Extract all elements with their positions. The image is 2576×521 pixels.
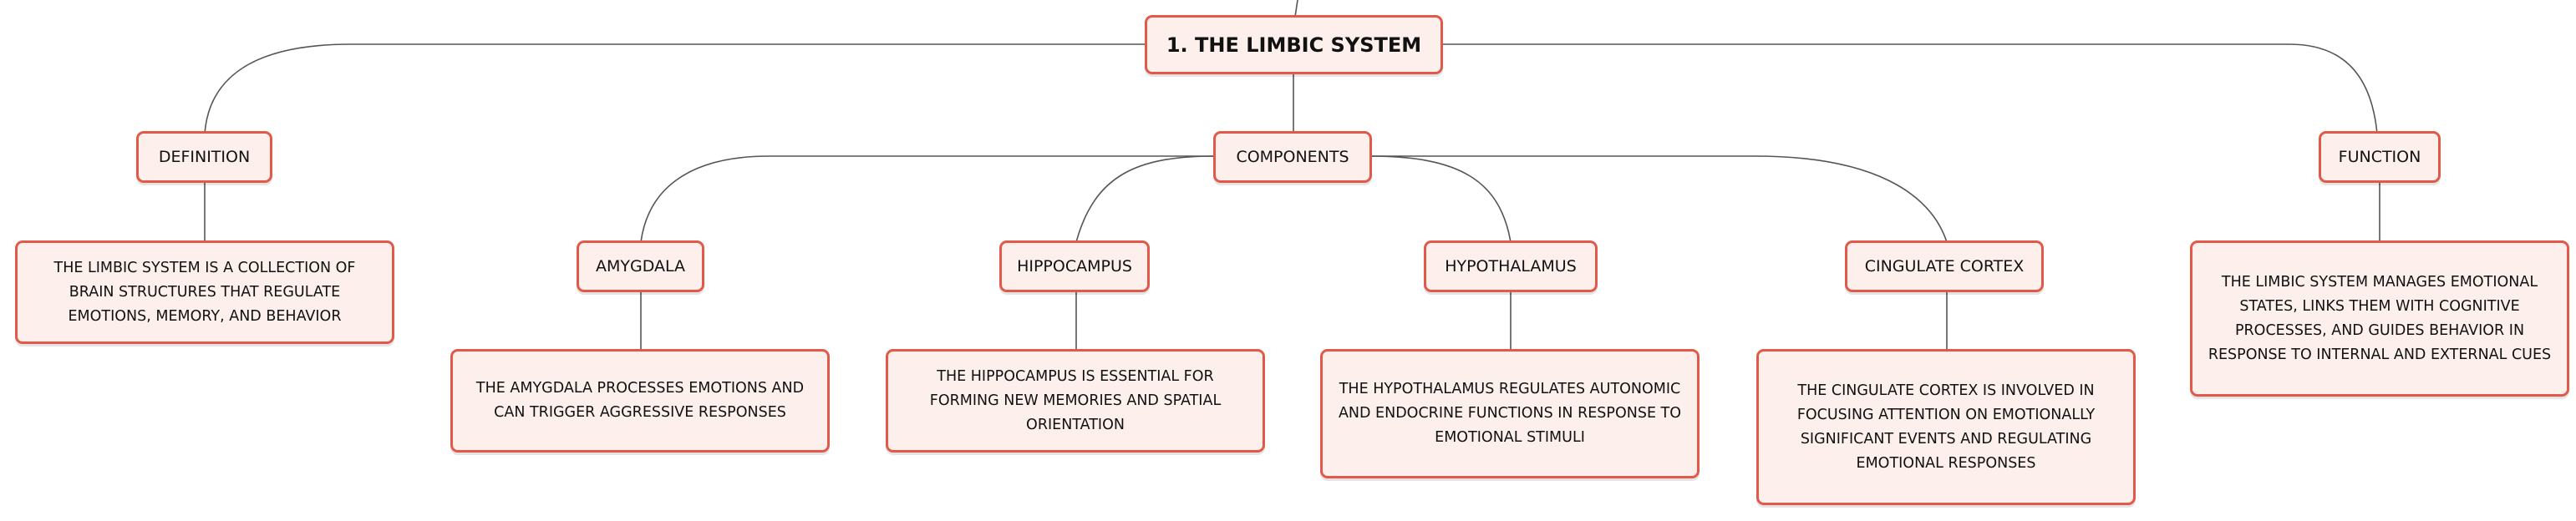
connector-components-hippocampus bbox=[1075, 155, 1216, 243]
connector-root-definition bbox=[204, 43, 1145, 134]
root-label: 1. THE LIMBIC SYSTEM bbox=[1166, 33, 1422, 57]
connector-components-hypothalamus bbox=[1369, 155, 1512, 243]
connector-components-cingulate bbox=[1370, 155, 1948, 243]
definition-node[interactable]: DEFINITION bbox=[136, 131, 272, 183]
cingulate-cortex-text: THE CINGULATE CORTEX IS INVOLVED IN FOCU… bbox=[1796, 382, 2096, 472]
amygdala-text: THE AMYGDALA PROCESSES EMOTIONS AND CAN … bbox=[475, 380, 805, 421]
function-text-node[interactable]: THE LIMBIC SYSTEM MANAGES EMOTIONAL STAT… bbox=[2190, 240, 2569, 397]
hypothalamus-text-node[interactable]: THE HYPOTHALAMUS REGULATES AUTONOMIC AND… bbox=[1320, 349, 1700, 478]
component-hippocampus-node[interactable]: HIPPOCAMPUS bbox=[999, 240, 1150, 292]
component-cingulate-cortex-node[interactable]: CINGULATE CORTEX bbox=[1845, 240, 2044, 292]
components-node[interactable]: COMPONENTS bbox=[1213, 131, 1372, 183]
component-hypothalamus-node[interactable]: HYPOTHALAMUS bbox=[1424, 240, 1598, 292]
component-amygdala-label: AMYGDALA bbox=[595, 257, 686, 276]
root-node[interactable]: 1. THE LIMBIC SYSTEM bbox=[1145, 15, 1443, 74]
hippocampus-text-node[interactable]: THE HIPPOCAMPUS IS ESSENTIAL FOR FORMING… bbox=[886, 349, 1265, 453]
cingulate-cortex-text-node[interactable]: THE CINGULATE CORTEX IS INVOLVED IN FOCU… bbox=[1756, 349, 2136, 505]
function-text: THE LIMBIC SYSTEM MANAGES EMOTIONAL STAT… bbox=[2208, 273, 2552, 363]
hypothalamus-text: THE HYPOTHALAMUS REGULATES AUTONOMIC AND… bbox=[1338, 381, 1682, 446]
connector-root-function bbox=[1442, 43, 2378, 134]
function-label: FUNCTION bbox=[2338, 148, 2421, 166]
definition-text-node[interactable]: THE LIMBIC SYSTEM IS A COLLECTION OF BRA… bbox=[15, 240, 394, 344]
hippocampus-text: THE HIPPOCAMPUS IS ESSENTIAL FOR FORMING… bbox=[929, 367, 1222, 433]
component-amygdala-node[interactable]: AMYGDALA bbox=[577, 240, 704, 292]
component-cingulate-cortex-label: CINGULATE CORTEX bbox=[1864, 257, 2025, 276]
component-hypothalamus-label: HYPOTHALAMUS bbox=[1445, 257, 1577, 276]
component-hippocampus-label: HIPPOCAMPUS bbox=[1017, 257, 1132, 276]
connector-components-amygdala bbox=[640, 155, 1215, 243]
definition-label: DEFINITION bbox=[158, 148, 251, 166]
components-label: COMPONENTS bbox=[1236, 148, 1349, 166]
amygdala-text-node[interactable]: THE AMYGDALA PROCESSES EMOTIONS AND CAN … bbox=[450, 349, 830, 453]
function-node[interactable]: FUNCTION bbox=[2319, 131, 2441, 183]
definition-text: THE LIMBIC SYSTEM IS A COLLECTION OF BRA… bbox=[53, 259, 356, 325]
connector-root-parent bbox=[1294, 0, 1298, 18]
